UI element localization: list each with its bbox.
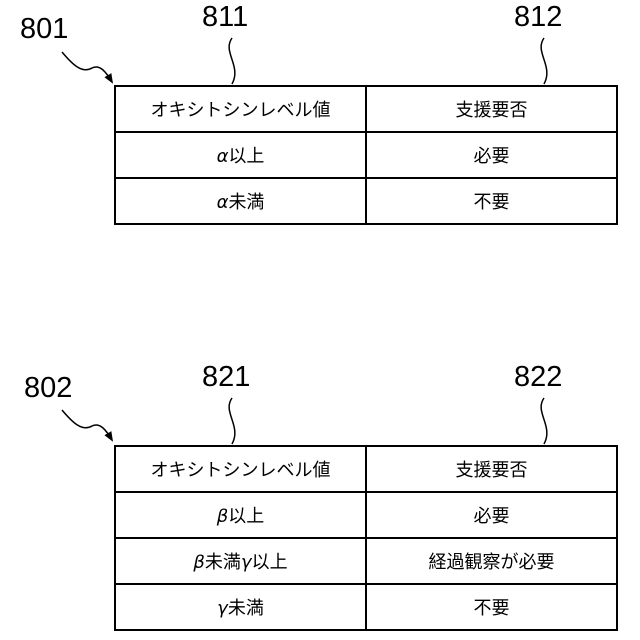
support-cell: 経過観察が必要: [366, 538, 617, 584]
greek-symbol: γ: [217, 598, 228, 619]
header-cell-support-need: 支援要否: [366, 86, 617, 132]
header-cell-oxytocin-level: オキシトシンレベル値: [115, 86, 366, 132]
table-row: β以上 必要: [115, 492, 617, 538]
support-table-801: オキシトシンレベル値 支援要否 α以上 必要 α未満 不要: [114, 85, 618, 225]
greek-symbol: α: [217, 146, 229, 167]
support-table-802: オキシトシンレベル値 支援要否 β以上 必要 β未満γ以上 経過観察が必要 γ未…: [114, 445, 618, 631]
level-text: 未満: [205, 552, 241, 573]
table-row: α以上 必要: [115, 132, 617, 178]
support-cell: 不要: [366, 178, 617, 224]
column-ref-leader: [541, 38, 547, 84]
level-text: 以上: [228, 146, 264, 167]
column-ref-leader: [229, 398, 235, 444]
figure-ref-arrow: [62, 410, 112, 440]
table-header-row: オキシトシンレベル値 支援要否: [115, 86, 617, 132]
greek-symbol: γ: [241, 552, 252, 573]
greek-symbol: β: [193, 552, 205, 573]
column-ref-leader: [229, 38, 235, 84]
figure-ref-arrow: [62, 52, 112, 82]
table-row: β未満γ以上 経過観察が必要: [115, 538, 617, 584]
level-cell: β未満γ以上: [115, 538, 366, 584]
level-text: 以上: [228, 506, 264, 527]
level-cell: α未満: [115, 178, 366, 224]
level-text: 未満: [228, 192, 264, 213]
header-cell-support-need: 支援要否: [366, 446, 617, 492]
table-row: γ未満 不要: [115, 584, 617, 630]
level-cell: γ未満: [115, 584, 366, 630]
table-header-row: オキシトシンレベル値 支援要否: [115, 446, 617, 492]
column-ref-leader: [541, 398, 547, 444]
level-cell: α以上: [115, 132, 366, 178]
support-cell: 必要: [366, 492, 617, 538]
level-cell: β以上: [115, 492, 366, 538]
level-text: 未満: [228, 598, 264, 619]
header-cell-oxytocin-level: オキシトシンレベル値: [115, 446, 366, 492]
greek-symbol: α: [217, 192, 229, 213]
support-cell: 必要: [366, 132, 617, 178]
table-row: α未満 不要: [115, 178, 617, 224]
support-cell: 不要: [366, 584, 617, 630]
greek-symbol: β: [217, 506, 229, 527]
level-text: 以上: [252, 552, 288, 573]
